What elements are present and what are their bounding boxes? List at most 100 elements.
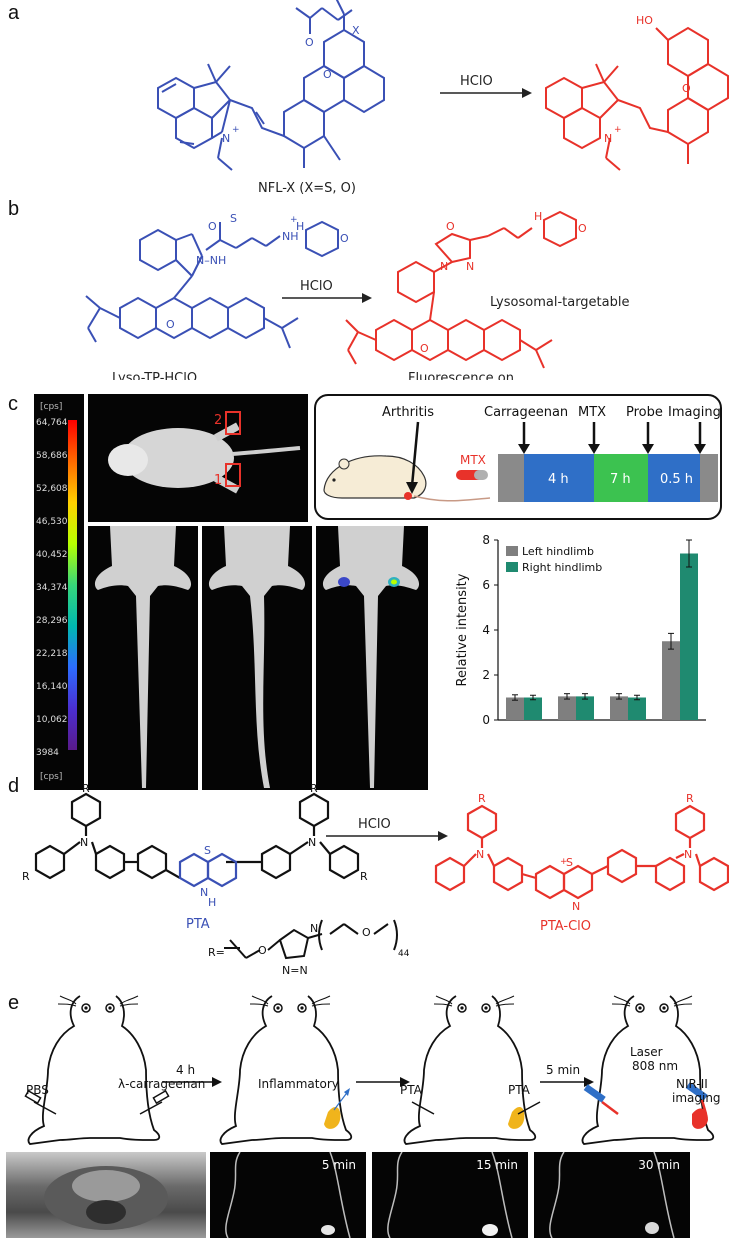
lyso-tp-structure: [85, 220, 339, 349]
y-tick-label: 2: [482, 668, 490, 682]
legend-swatch: [506, 562, 518, 572]
colorbar-tick: 16,140: [36, 682, 68, 692]
panel-e-workflow: PBS λ-carrageenan 4 h Inflammatory PTA P…: [24, 995, 721, 1145]
svg-text:H: H: [296, 220, 304, 233]
pta-clo-name: PTA-ClO: [540, 919, 591, 934]
bar-left-hindlimb: [558, 696, 576, 720]
panel-d-scheme: R R R R N N S N H HClO R R N: [22, 782, 729, 977]
nir-image-5min: 5 min: [210, 1151, 366, 1239]
svg-text:44: 44: [398, 949, 410, 959]
rat-photo: [6, 1152, 206, 1238]
label-pta-right: PTA: [508, 1083, 531, 1097]
syringe-pbs: [24, 1089, 57, 1115]
r-definition: R=: [208, 946, 225, 959]
timeline-label-probe: Probe: [626, 405, 663, 420]
imaging-signal: [692, 1108, 708, 1129]
signal-spot-left: [338, 577, 350, 587]
bar-right-hindlimb: [628, 697, 646, 720]
label-imaging: imaging: [672, 1091, 721, 1105]
label-laser: Laser: [630, 1045, 663, 1059]
nfl-x-atoms: O N +: [222, 68, 332, 145]
svg-text:N: N: [80, 836, 88, 849]
timeline-label-mtx: MTX: [578, 405, 606, 420]
legend-swatch: [506, 546, 518, 556]
timeline-segment-label: 7 h: [610, 472, 631, 487]
timeline-label-imaging: Imaging: [668, 405, 721, 420]
svg-text:N: N: [476, 848, 484, 861]
timeline-segment-4h: [524, 454, 594, 502]
pta-clo-r-label: R: [478, 792, 486, 805]
roi-box-1: [225, 463, 241, 487]
colorbar-tick: 58,686: [36, 451, 68, 461]
lyso-product-structure: [345, 210, 577, 369]
nfl-product-structure: [545, 26, 729, 171]
svg-text:N: N: [440, 260, 448, 273]
colorbar-tick: 10,062: [36, 715, 68, 725]
bar-left-hindlimb: [506, 697, 524, 720]
mouse-top-image: 2 1: [88, 394, 308, 522]
svg-text:O: O: [682, 82, 691, 95]
timeline-box: [314, 394, 722, 520]
svg-text:S: S: [204, 844, 211, 857]
timeline-label-arthritis: Arthritis: [382, 405, 434, 420]
svg-text:O: O: [362, 926, 371, 939]
pta-structure: [34, 792, 360, 880]
y-tick-label: 8: [482, 533, 490, 547]
timeline-diagram: MTX 4 h 7 h 0.5 h Arthritis Carrageenan …: [323, 405, 721, 502]
svg-text:N: N: [466, 260, 474, 273]
timepoint-label: 5 min: [321, 1158, 356, 1172]
label-5min: 5 min: [546, 1063, 580, 1077]
panel-a-probe-name: NFL-X (X=S, O): [258, 181, 356, 196]
bar-left-hindlimb: [610, 696, 628, 720]
svg-text:O: O: [340, 232, 349, 245]
panel-a-scheme: O N + O X HClO HO N + O NFL-X: [157, 0, 729, 196]
svg-text:N=N: N=N: [282, 964, 308, 977]
svg-text:H: H: [534, 210, 542, 223]
bar-right-hindlimb: [576, 696, 594, 720]
bar-right-hindlimb: [524, 697, 542, 720]
legend-label: Right hindlimb: [522, 561, 602, 574]
label-4h: 4 h: [176, 1063, 195, 1077]
mouse-bottom-image-1: [88, 526, 198, 790]
pta-r-label: R: [82, 782, 90, 795]
timeline-segment-7h: [594, 454, 648, 502]
colorbar-tick: 28,296: [36, 616, 68, 626]
inflammation-site: [324, 1106, 341, 1129]
panel-b-scheme: O S N–NH NH O H + O HClO O N N: [85, 210, 629, 380]
panel-b-letter: b: [8, 198, 20, 220]
panel-b-note-2: Fluorescence on: [408, 371, 514, 380]
timeline-mouse: [323, 455, 427, 499]
colorbar-tick: 34,374: [36, 583, 68, 593]
colorbar-tick: 40,452: [36, 550, 68, 560]
timeline-segment-gray-start: [498, 454, 524, 502]
pta-r-label: R: [22, 870, 30, 883]
label-pta-left: PTA: [400, 1083, 423, 1097]
arthritis-site: [404, 492, 412, 500]
rat-step-1: [27, 995, 161, 1145]
svg-text:O: O: [258, 944, 267, 957]
lyso-tp-atoms: O S N–NH NH O H + O: [166, 212, 349, 331]
legend-label: Left hindlimb: [522, 545, 594, 558]
mouse-bottom-image-2: [202, 526, 312, 790]
panel-a-letter: a: [8, 2, 20, 24]
svg-text:O: O: [420, 342, 429, 355]
svg-text:N: N: [572, 900, 580, 913]
svg-text:N: N: [684, 848, 692, 861]
label-808nm: 808 nm: [632, 1059, 678, 1073]
svg-text:+: +: [290, 215, 298, 225]
timeline-segment-gray-end: [700, 454, 718, 502]
roi-label-1: 1: [214, 473, 222, 488]
svg-text:N: N: [310, 922, 318, 935]
timeline-segment-label: 4 h: [548, 472, 569, 487]
panel-b-reagent: HClO: [300, 279, 333, 294]
svg-text:N: N: [604, 132, 612, 145]
svg-text:O: O: [323, 68, 332, 81]
svg-text:N: N: [308, 836, 316, 849]
svg-text:O: O: [305, 36, 314, 49]
colorbar-unit-bottom: [cps]: [40, 772, 63, 782]
panel-b-probe-name: Lyso-TP-HClO: [112, 371, 197, 380]
mtx-drug-label: MTX: [460, 453, 486, 467]
panel-b-note-1: Lysosomal-targetable: [490, 295, 629, 310]
nir-image-30min: 30 min: [534, 1151, 690, 1239]
roi-label-2: 2: [214, 413, 222, 428]
